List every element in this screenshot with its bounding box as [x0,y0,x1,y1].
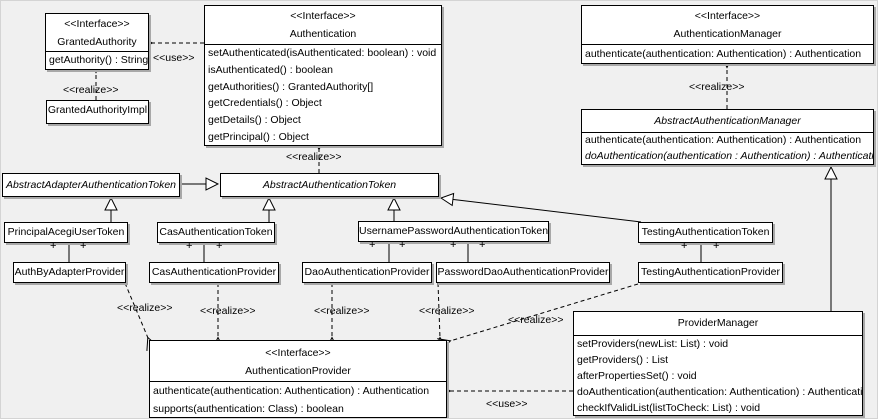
class-name: AbstractAuthenticationToken [262,179,397,191]
realize-stereotype-label: <<realize>> [117,302,173,314]
realize-stereotype-label: <<realize>> [286,151,342,163]
class-testing-authentication-token: TestingAuthenticationToken [638,222,773,243]
class-username-password-authentication-token: UsernamePasswordAuthenticationToken [358,221,549,242]
method-label: supports(authentication: Class) : boolea… [153,403,344,415]
association-plus-marker: + [681,240,688,252]
realize-stereotype-label: <<realize>> [508,314,564,326]
class-name: PasswordDaoAuthenticationProvider [437,266,609,278]
method-label: doAuthentication(authentication : Authen… [585,149,873,162]
class-abstract-adapter-authentication-token: AbstractAdapterAuthenticationToken [2,173,180,197]
association-plus-marker: + [479,239,486,251]
class-name: AuthenticationManager [673,28,782,40]
class-name: AbstractAuthenticationManager [582,110,873,133]
realize-edge-authbyadapterprovider [124,282,148,338]
association-plus-marker: + [186,240,193,252]
class-cas-authentication-provider: CasAuthenticationProvider [149,262,279,283]
association-plus-marker: + [50,240,57,252]
class-header: <<Interface>> Authentication [205,6,441,45]
class-name: PrincipalAcegiUserToken [7,226,125,238]
class-authentication-manager: <<Interface>> AuthenticationManager auth… [581,5,874,64]
method-label: getPrincipal() : Object [208,130,309,143]
stereotype-label: <<Interface>> [290,10,356,22]
class-name: UsernamePasswordAuthenticationToken [359,225,548,237]
class-name: TestingAuthenticationProvider [641,266,780,278]
realize-stereotype-label: <<realize>> [689,81,745,93]
association-plus-marker: + [369,239,376,251]
class-name: ProviderManager [574,312,862,336]
class-name: CasAuthenticationProvider [151,266,277,278]
method-label: checkIfValidList(listToCheck: List) : vo… [577,402,761,414]
method-label: getProviders() : List [577,354,669,366]
method-label: getAuthorities() : GrantedAuthority[] [208,80,374,93]
class-granted-authority: <<Interface>> GrantedAuthority getAuthor… [45,13,149,70]
association-plus-marker: + [216,240,223,252]
class-name: Authentication [289,28,357,40]
use-stereotype-label: <<use>> [486,398,528,410]
generalization-edge-testingtoken [441,198,642,223]
method-label: getCredentials() : Object [208,97,322,110]
class-abstract-authentication-manager: AbstractAuthenticationManager authentica… [581,109,874,165]
method-label: authenticate(authentication: Authenticat… [153,385,430,397]
class-dao-authentication-provider: DaoAuthenticationProvider [302,262,432,283]
class-authentication: <<Interface>> Authentication setAuthenti… [204,5,442,146]
use-stereotype-label: <<use>> [153,52,195,64]
realize-stereotype-label: <<realize>> [200,305,256,317]
class-header: <<Interface>> AuthenticationManager [582,6,873,45]
method-label: getAuthority() : String [49,54,148,66]
class-principal-acegi-user-token: PrincipalAcegiUserToken [4,222,128,243]
method-label: doAuthentication(authentication: Authent… [577,386,862,398]
method-label: getDetails() : Object [208,114,301,127]
class-granted-authority-impl: GrantedAuthorityImpl [46,100,149,124]
class-provider-manager: ProviderManager setProviders(newList: Li… [573,311,863,416]
class-name: CasAuthenticationToken [159,226,273,238]
class-name: AuthenticationProvider [245,365,351,377]
class-abstract-authentication-token: AbstractAuthenticationToken [220,173,439,197]
method-label: isAuthenticated() : boolean [208,63,333,76]
stereotype-label: <<Interface>> [265,347,331,359]
class-name: AbstractAdapterAuthenticationToken [5,179,177,191]
class-authentication-provider: <<Interface>> AuthenticationProvider aut… [149,340,447,418]
method-label: authenticate(authentication: Authenticat… [585,48,862,60]
class-name: DaoAuthenticationProvider [304,266,430,278]
stereotype-label: <<Interface>> [64,18,130,30]
class-name: GrantedAuthorityImpl [47,104,148,116]
class-auth-by-adapter-provider: AuthByAdapterProvider [13,262,126,283]
method-label: setProviders(newList: List) : void [577,338,729,350]
association-plus-marker: + [80,240,87,252]
stereotype-label: <<Interface>> [694,10,761,22]
class-password-dao-authentication-provider: PasswordDaoAuthenticationProvider [436,262,610,283]
realize-edge-testingprovider [450,283,639,341]
realize-stereotype-label: <<realize>> [63,84,119,96]
method-label: setAuthenticated(isAuthenticated: boolea… [208,47,437,59]
association-plus-marker: + [713,240,720,252]
class-cas-authentication-token: CasAuthenticationToken [157,222,275,243]
class-name: AuthByAdapterProvider [14,266,125,278]
class-testing-authentication-provider: TestingAuthenticationProvider [638,262,783,283]
association-plus-marker: + [399,239,406,251]
method-label: afterPropertiesSet() : void [577,370,697,382]
association-plus-marker: + [450,239,457,251]
realize-edge-passworddaoprovider [438,282,440,338]
class-name: GrantedAuthority [57,36,137,48]
class-header: <<Interface>> AuthenticationProvider [150,341,446,382]
class-header: <<Interface>> GrantedAuthority [46,14,148,52]
method-label: authenticate(authentication: Authenticat… [585,134,862,146]
class-name: TestingAuthenticationToken [641,226,770,238]
realize-stereotype-label: <<realize>> [314,305,370,317]
realize-stereotype-label: <<realize>> [419,305,475,317]
